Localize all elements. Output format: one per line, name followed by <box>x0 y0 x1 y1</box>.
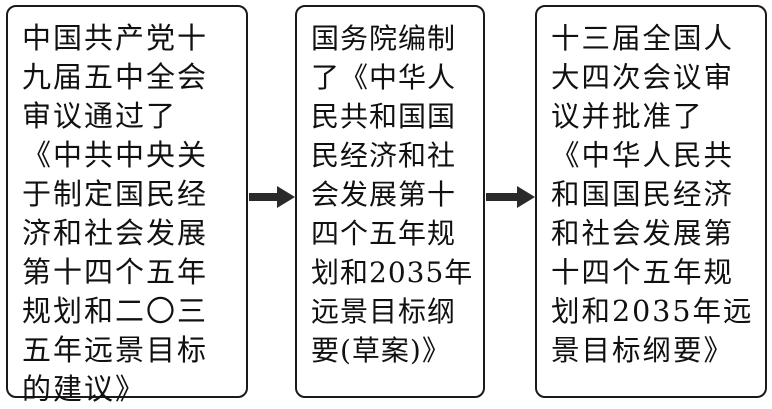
step-box-2: 国务院编制了《中华人民共和国国民经济和社会发展第十四个五年规划和2035年远景目… <box>295 5 485 398</box>
right-arrow-icon <box>249 186 295 208</box>
step-text-1: 中国共产党十九届五中全会审议通过了《中共中央关于制定国民经济和社会发展第十四个五… <box>22 21 209 406</box>
step-text-3: 十三届全国人大四次会议审议并批准了《中华人民共和国国民经济和社会发展第十四个五年… <box>551 22 754 367</box>
right-arrow-icon <box>486 186 535 208</box>
step-text-2: 国务院编制了《中华人民共和国国民经济和社会发展第十四个五年规划和2035年远景目… <box>311 22 474 367</box>
step-box-1: 中国共产党十九届五中全会审议通过了《中共中央关于制定国民经济和社会发展第十四个五… <box>6 5 248 406</box>
step-box-3: 十三届全国人大四次会议审议并批准了《中华人民共和国国民经济和社会发展第十四个五年… <box>535 5 767 398</box>
